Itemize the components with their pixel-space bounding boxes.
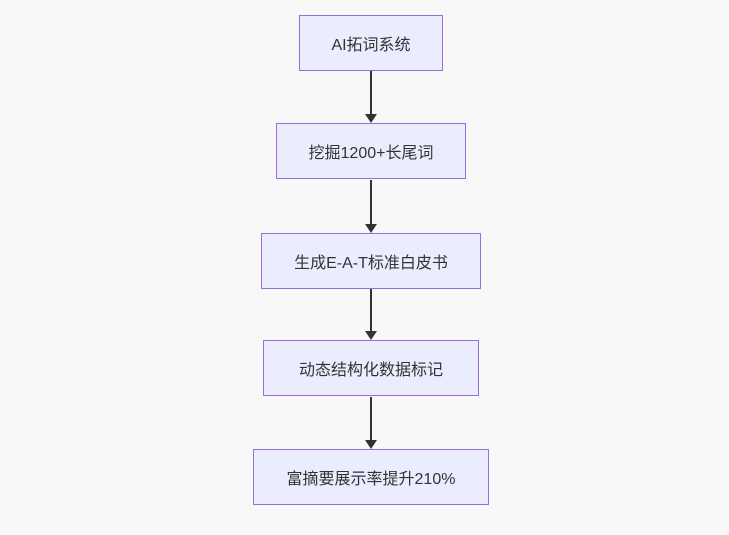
arrow-line bbox=[370, 397, 372, 440]
flow-arrow-n4-n5 bbox=[365, 397, 377, 449]
arrowhead-icon bbox=[365, 114, 377, 123]
node-label: AI拓词系统 bbox=[331, 37, 411, 54]
flowchart-node-n1: AI拓词系统 bbox=[299, 15, 443, 71]
node-label: 挖掘1200+长尾词 bbox=[308, 145, 434, 162]
flowchart-node-n2: 挖掘1200+长尾词 bbox=[276, 123, 466, 179]
arrowhead-icon bbox=[365, 331, 377, 340]
flow-arrow-n3-n4 bbox=[365, 289, 377, 340]
arrow-line bbox=[370, 71, 372, 114]
flowchart-node-n3: 生成E-A-T标准白皮书 bbox=[261, 233, 481, 289]
flowchart-node-n5: 富摘要展示率提升210% bbox=[253, 449, 489, 505]
flow-arrow-n2-n3 bbox=[365, 180, 377, 233]
flowchart-node-n4: 动态结构化数据标记 bbox=[263, 340, 479, 396]
node-label: 生成E-A-T标准白皮书 bbox=[294, 255, 448, 272]
node-label: 富摘要展示率提升210% bbox=[286, 471, 456, 488]
arrow-line bbox=[370, 289, 372, 331]
arrow-line bbox=[370, 180, 372, 224]
arrowhead-icon bbox=[365, 440, 377, 449]
node-label: 动态结构化数据标记 bbox=[298, 362, 443, 379]
flow-arrow-n1-n2 bbox=[365, 71, 377, 123]
arrowhead-icon bbox=[365, 224, 377, 233]
